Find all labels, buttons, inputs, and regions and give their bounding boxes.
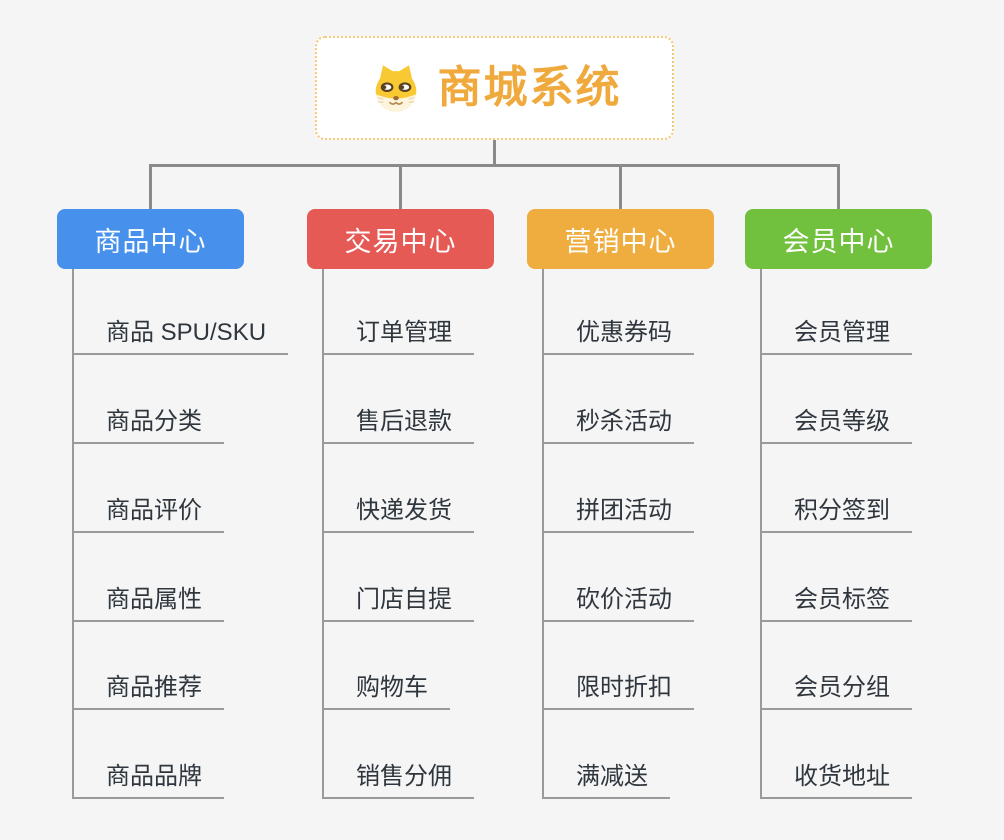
mindmap-node[interactable]: 会员分组 [760, 660, 912, 710]
branch-spine [72, 269, 74, 799]
connector-drop-member [837, 164, 840, 210]
mindmap-node[interactable]: 商品分类 [72, 394, 224, 444]
connector-root-drop [493, 140, 496, 166]
branch-children-product-center: 商品 SPU/SKU 商品分类 商品评价 商品属性 商品推荐 商品品牌 [72, 269, 332, 801]
mindmap-node[interactable]: 销售分佣 [322, 749, 474, 799]
branch-spine [760, 269, 762, 799]
connector-horizontal-bus [149, 164, 839, 167]
mindmap-node[interactable]: 会员管理 [760, 305, 912, 355]
mindmap-node[interactable]: 商品属性 [72, 572, 224, 622]
mindmap-node[interactable]: 商品 SPU/SKU [72, 305, 289, 355]
mindmap-node[interactable]: 限时折扣 [542, 660, 694, 710]
mindmap-node[interactable]: 砍价活动 [542, 572, 694, 622]
branch-header-marketing-center[interactable]: 营销中心 [527, 209, 714, 269]
mindmap-node[interactable]: 会员等级 [760, 394, 912, 444]
mindmap-node[interactable]: 商品评价 [72, 483, 224, 533]
root-node[interactable]: 商城系统 [315, 36, 674, 140]
root-title: 商城系统 [437, 63, 622, 112]
mindmap-node[interactable]: 商品推荐 [72, 660, 224, 710]
mindmap-node[interactable]: 订单管理 [322, 305, 474, 355]
mindmap-node[interactable]: 秒杀活动 [542, 394, 694, 444]
mindmap-node[interactable]: 满减送 [542, 749, 670, 799]
branch-header-product-center[interactable]: 商品中心 [57, 209, 244, 269]
branch-header-member-center[interactable]: 会员中心 [745, 209, 932, 269]
branch-spine [322, 269, 324, 799]
branch-children-member-center: 会员管理 会员等级 积分签到 会员标签 会员分组 收货地址 [760, 269, 1004, 801]
mindmap-node[interactable]: 会员标签 [760, 572, 912, 622]
mindmap-node[interactable]: 收货地址 [760, 749, 912, 799]
connector-drop-marketing [619, 164, 622, 210]
branch-header-trade-center[interactable]: 交易中心 [307, 209, 494, 269]
branch-children-trade-center: 订单管理 售后退款 快递发货 门店自提 购物车 销售分佣 [322, 269, 582, 801]
mindmap-node[interactable]: 售后退款 [322, 394, 474, 444]
branch-spine [542, 269, 544, 799]
connector-drop-product [149, 164, 152, 210]
mindmap-node[interactable]: 拼团活动 [542, 483, 694, 533]
connector-drop-trade [399, 164, 402, 210]
doge-icon [368, 62, 424, 114]
mindmap-node[interactable]: 快递发货 [322, 483, 474, 533]
mindmap-node[interactable]: 门店自提 [322, 572, 474, 622]
branch-children-marketing-center: 优惠券码 秒杀活动 拼团活动 砍价活动 限时折扣 满减送 [542, 269, 802, 801]
mindmap-node[interactable]: 商品品牌 [72, 749, 224, 799]
mindmap-node[interactable]: 积分签到 [760, 483, 912, 533]
mindmap-node[interactable]: 购物车 [322, 660, 450, 710]
mindmap-node[interactable]: 优惠券码 [542, 305, 694, 355]
